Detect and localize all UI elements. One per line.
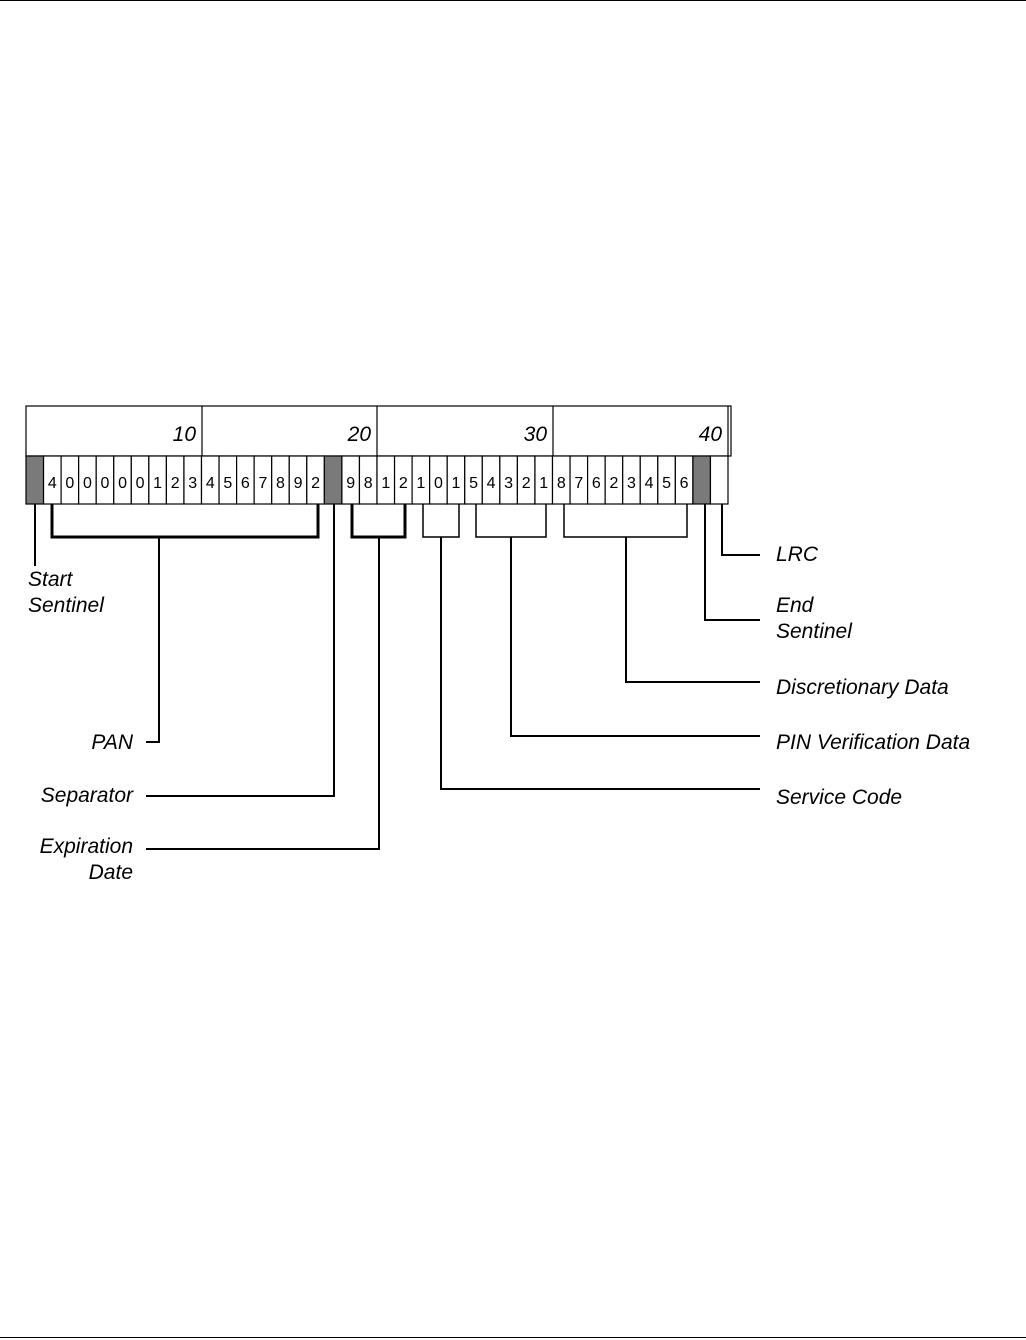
ruler-number-10: 10 (173, 423, 197, 446)
character-digit: 5 (662, 475, 671, 492)
character-digit: 2 (522, 475, 531, 492)
character-digit: 2 (399, 475, 408, 492)
character-digit: 3 (504, 475, 513, 492)
character-cell (709, 455, 729, 505)
character-digit: 0 (118, 475, 127, 492)
lrc-leader (721, 504, 760, 556)
character-digit: 2 (609, 475, 618, 492)
discretionary-data-leader (625, 537, 760, 683)
character-digit: 0 (434, 475, 443, 492)
service-code-leader (440, 537, 760, 790)
service-code-label: Service Code (776, 786, 902, 809)
character-digit: 8 (364, 475, 373, 492)
end-sentinel-label-line1: End (776, 594, 815, 617)
character-digit: 0 (65, 475, 74, 492)
separator-leader (146, 504, 335, 797)
discretionary-data-label: Discretionary Data (776, 676, 949, 699)
character-digit: 8 (557, 475, 566, 492)
character-digit: 8 (276, 475, 285, 492)
character-digit: 5 (469, 475, 478, 492)
sentinel-cell (692, 455, 712, 505)
character-digit: 4 (206, 475, 215, 492)
page-bottom-rule (0, 1337, 1026, 1338)
character-digit: 2 (171, 475, 180, 492)
pin-verification-data-label: PIN Verification Data (776, 731, 970, 754)
character-digit: 5 (223, 475, 232, 492)
field-brackets (50, 504, 688, 539)
character-digit: 1 (452, 475, 461, 492)
start-sentinel-label-line1: Start (28, 568, 74, 591)
sentinel-cell (25, 455, 45, 505)
leader-lines (34, 504, 760, 850)
character-digit: 1 (539, 475, 548, 492)
pan-leader (146, 537, 160, 743)
sentinel-cell (323, 455, 343, 505)
character-digit: 0 (136, 475, 145, 492)
character-digit: 0 (101, 475, 110, 492)
character-digit: 1 (416, 475, 425, 492)
pin-verification-bracket (475, 504, 547, 538)
character-digit: 7 (258, 475, 267, 492)
character-digit: 9 (346, 475, 355, 492)
character-digit: 7 (574, 475, 583, 492)
ruler-number-40: 40 (699, 423, 723, 446)
character-digit: 3 (188, 475, 197, 492)
lrc-label: LRC (776, 543, 819, 566)
ruler-frame (25, 405, 732, 457)
end-sentinel-leader (704, 504, 760, 621)
expiration-date-leader (146, 537, 380, 850)
service-code-bracket (422, 504, 460, 538)
start-sentinel-label-line2: Sentinel (28, 594, 105, 617)
position-ruler: 10 20 30 40 (25, 405, 732, 457)
ruler-number-20: 20 (347, 423, 372, 446)
discretionary-data-bracket (563, 504, 688, 538)
character-digit: 6 (241, 475, 250, 492)
left-labels: Start Sentinel PAN Separator Expiration … (28, 568, 134, 884)
character-digit: 6 (680, 475, 689, 492)
character-digit: 4 (487, 475, 496, 492)
character-digit: 9 (294, 475, 303, 492)
pin-verification-leader (510, 537, 760, 737)
character-digit: 2 (311, 475, 320, 492)
page-top-rule (0, 0, 1026, 1)
pan-bracket (50, 504, 320, 539)
end-sentinel-label-line2: Sentinel (776, 620, 853, 643)
ruler-number-30: 30 (524, 423, 548, 446)
character-digit: 3 (627, 475, 636, 492)
pan-label: PAN (91, 731, 133, 754)
character-digit: 6 (592, 475, 601, 492)
expiration-date-label-line1: Expiration (40, 835, 133, 858)
character-digit: 1 (381, 475, 390, 492)
character-digit: 0 (83, 475, 92, 492)
separator-label: Separator (41, 784, 134, 807)
expiration-date-bracket (350, 504, 407, 539)
character-digit: 4 (48, 475, 57, 492)
character-digit: 1 (153, 475, 162, 492)
character-digit: 4 (645, 475, 654, 492)
right-labels: LRC End Sentinel Discretionary Data PIN … (776, 543, 970, 809)
expiration-date-label-line2: Date (89, 861, 133, 884)
